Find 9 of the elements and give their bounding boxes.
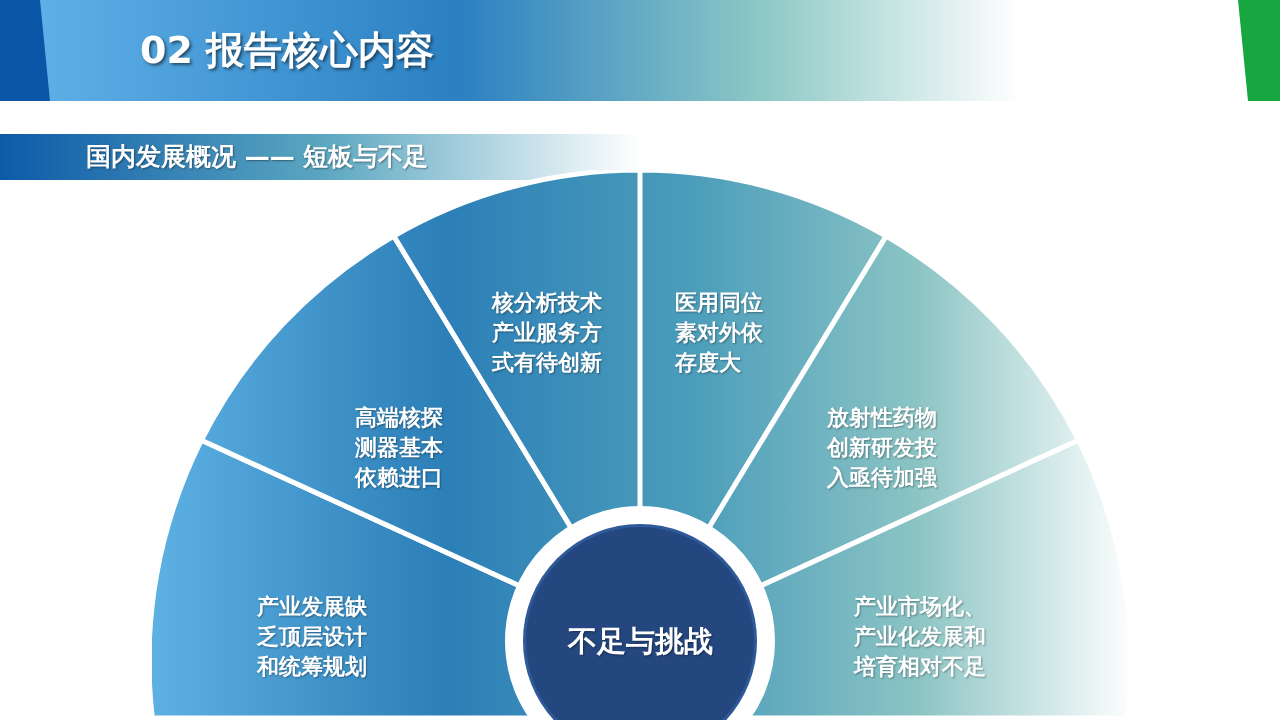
segment-text: 产业发展缺乏顶层设计和统筹规划 [257, 593, 368, 681]
segment-text: 高端核探测器基本依赖进口 [355, 404, 444, 492]
title: 02 报告核心内容 [140, 27, 435, 74]
segment-text: 放射性药物创新研发投入亟待加强 [827, 404, 938, 492]
subtitle: 国内发展概况 —— 短板与不足 [86, 141, 429, 173]
segment-text: 核分析技术产业服务方式有待创新 [492, 289, 603, 377]
center-text: 不足与挑战 [567, 623, 713, 659]
segment-text: 医用同位素对外依存度大 [675, 289, 764, 377]
segment-text: 产业市场化、产业化发展和培育相对不足 [854, 593, 987, 681]
